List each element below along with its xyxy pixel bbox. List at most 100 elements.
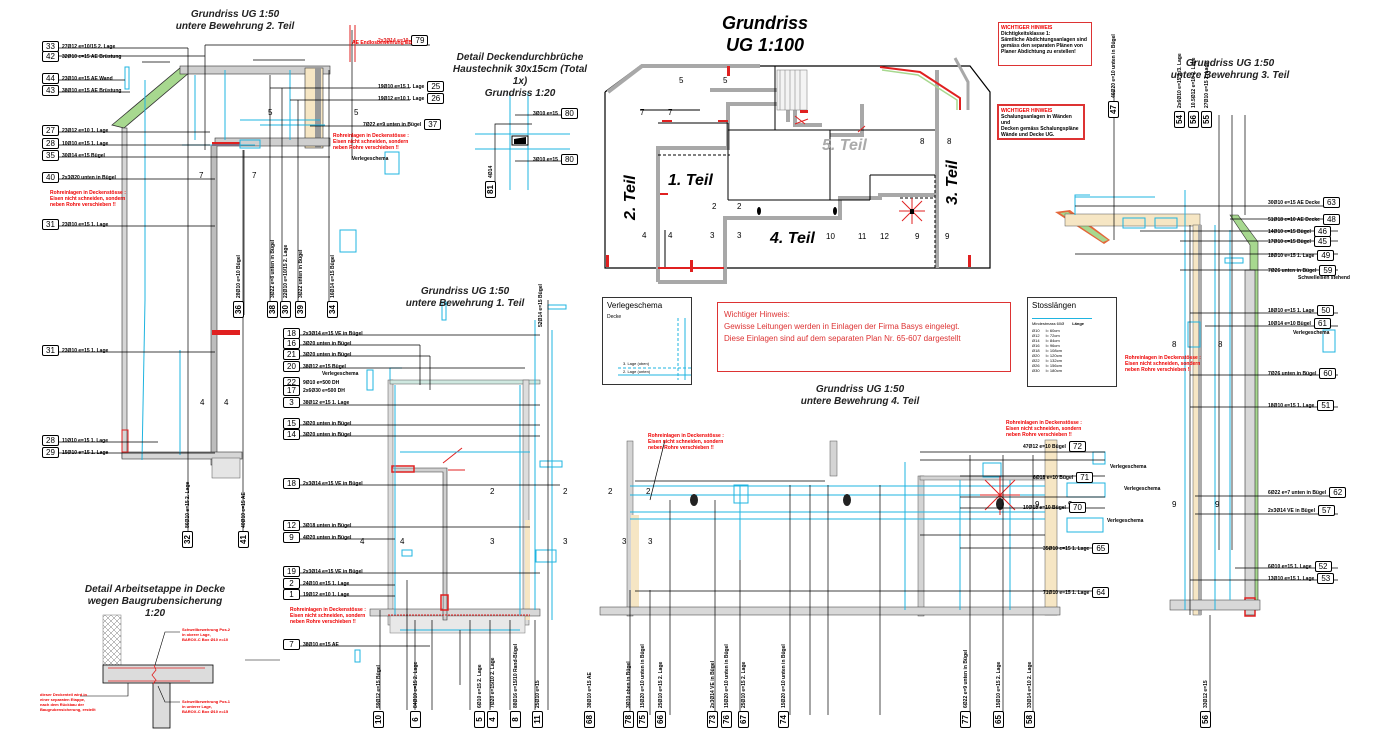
position-number: 35 <box>42 150 59 161</box>
rebar-description: 28Ø10 e=10 Bügel <box>235 255 242 298</box>
stoss-diameter: Ø18 <box>1032 348 1040 353</box>
rebar-description: 15Ø20 e=10 unten in Bügel <box>639 644 646 708</box>
stoss-length: l= 60cm <box>1045 328 1060 333</box>
teil1-label[interactable]: 1. Teil <box>668 172 713 189</box>
teil3-label[interactable]: 3. Teil <box>944 160 961 205</box>
rebar-position-tag-vertical[interactable]: 52Ø14 e=15 Bügel <box>538 284 544 330</box>
rebar-description: 18Ø10 e=15 1. Lage <box>1268 402 1315 409</box>
verlegeschema-panel: Verlegeschema Decke 3. Lage (oben) 2. La… <box>602 297 692 385</box>
note-line: in oberer Lage, <box>182 632 211 637</box>
section-mark-5b: 5 <box>723 76 728 85</box>
teil5-label[interactable]: 5. Teil <box>822 137 867 154</box>
section-mark-11: 11 <box>858 232 867 241</box>
section-mark-9b: 9 <box>945 232 950 241</box>
schwelle-note-teil3: Schwelleisen stehend <box>1298 275 1350 281</box>
teil4-label[interactable]: 4. Teil <box>770 230 815 247</box>
rebar-description: 24Ø10 e=15 1. Lage <box>303 580 350 587</box>
teil2-label[interactable]: 2. Teil <box>622 175 639 220</box>
section-mark-8: 8 <box>920 137 925 146</box>
